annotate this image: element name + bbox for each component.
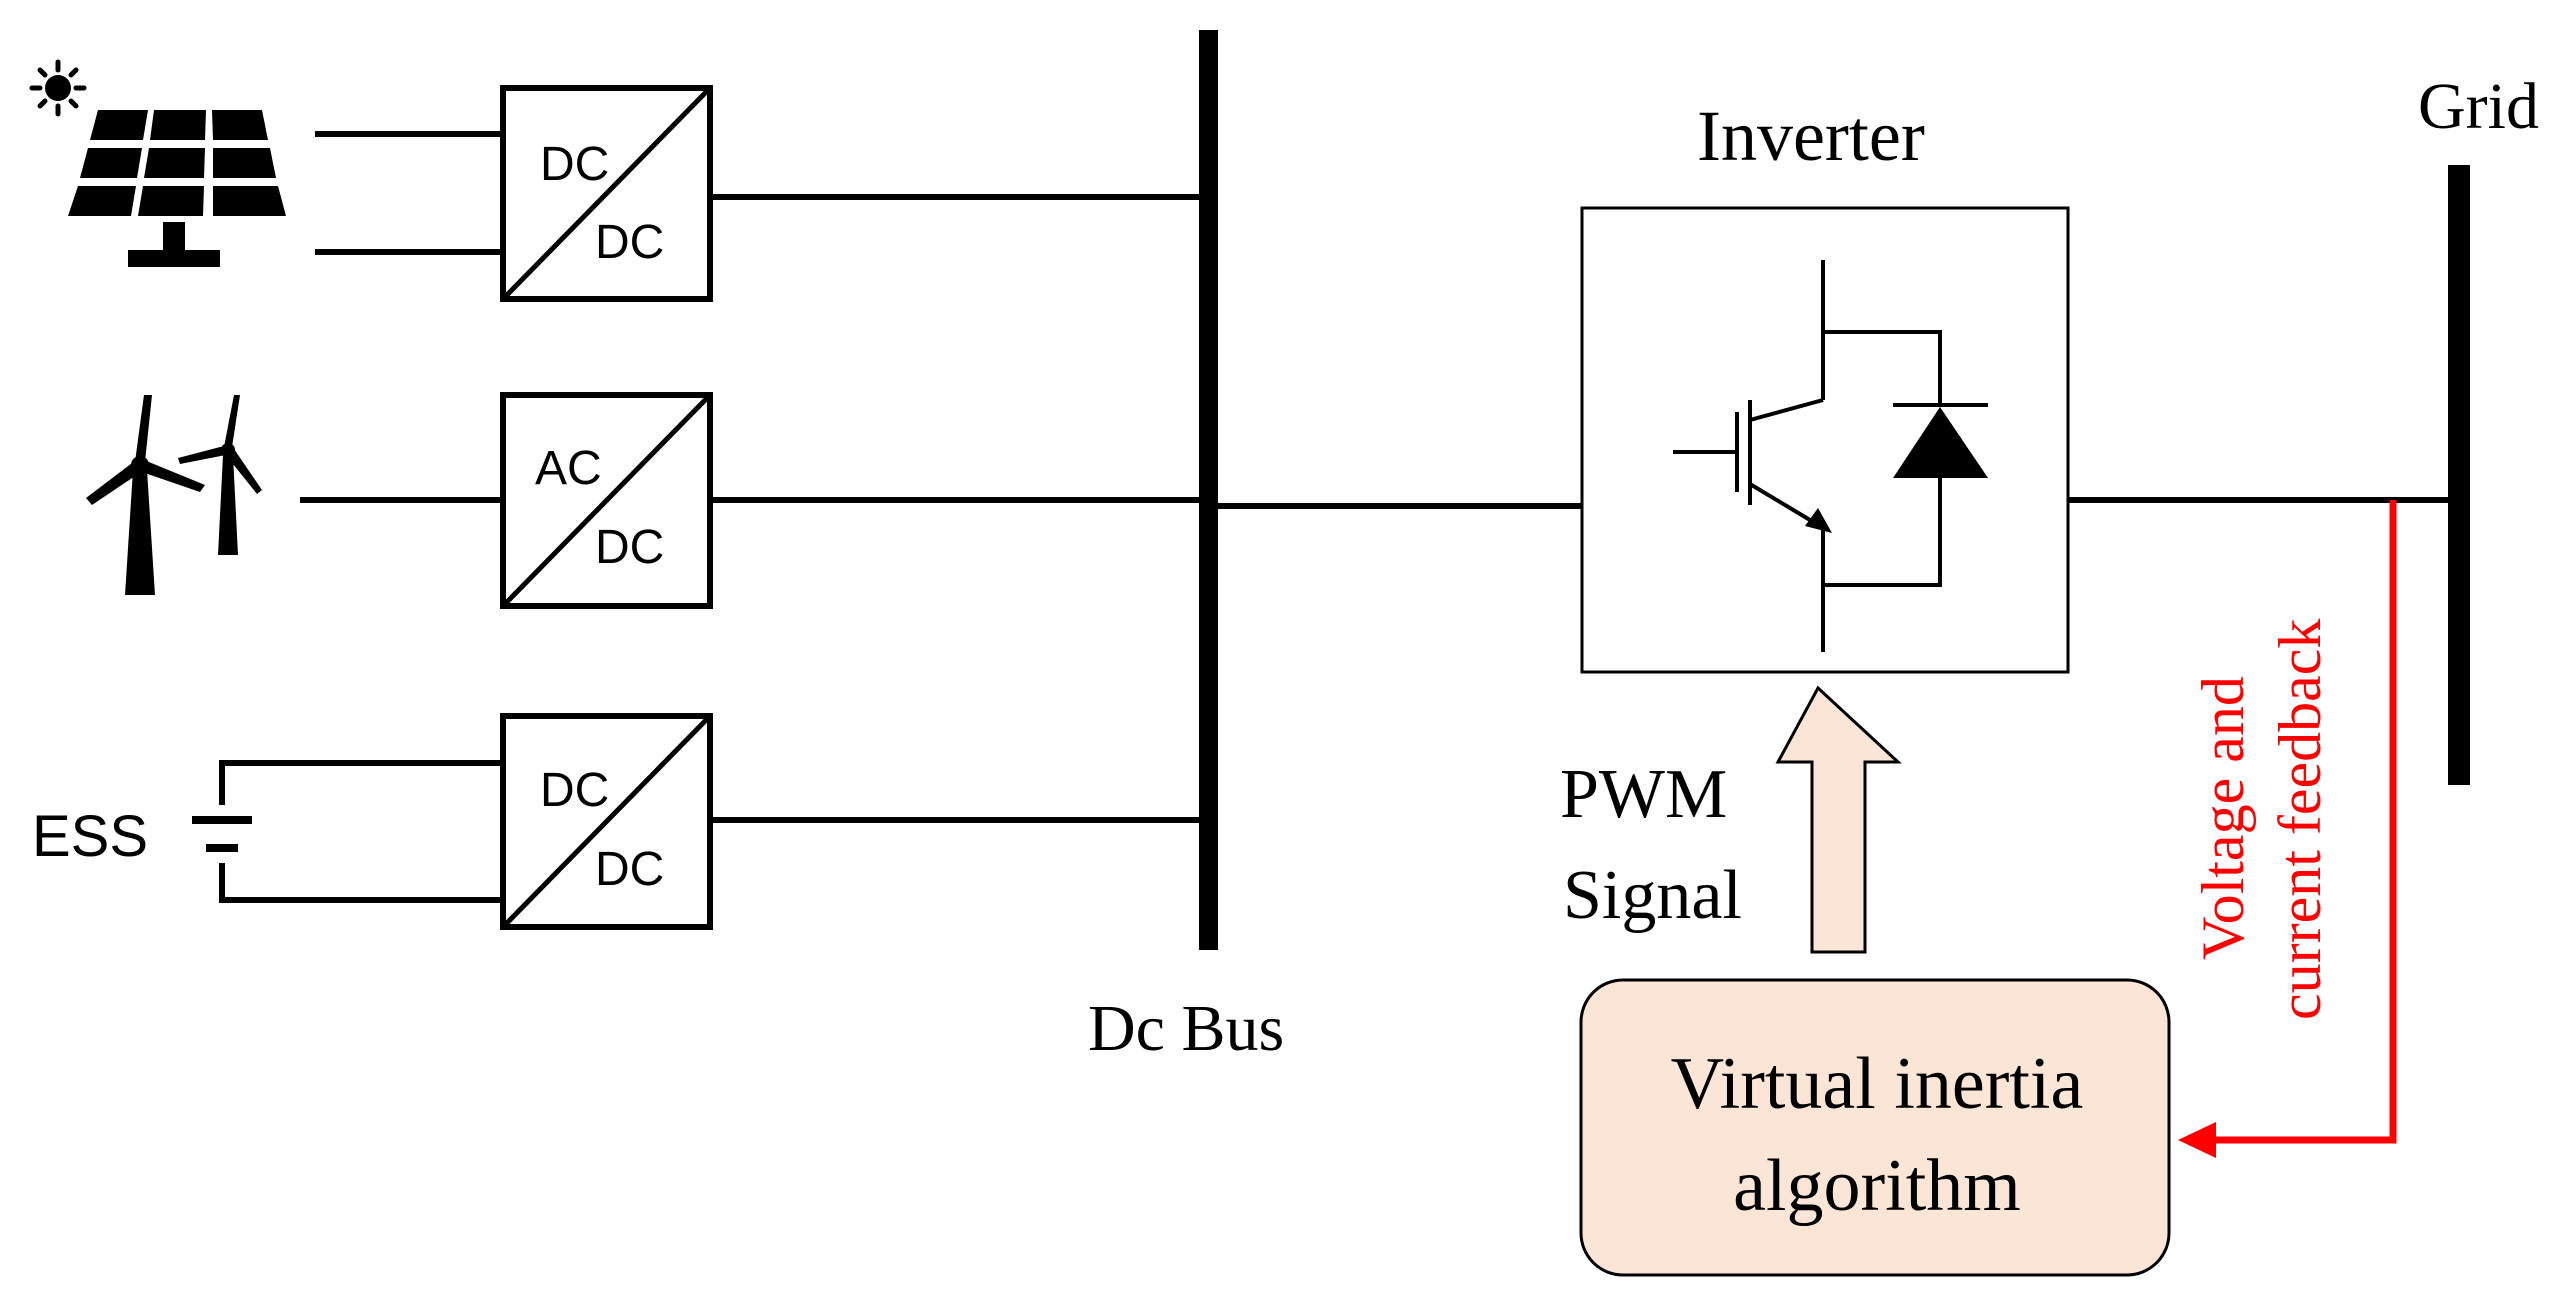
grid-bar [2448, 165, 2470, 785]
feedback-arrowhead [2178, 1122, 2216, 1158]
inverter-label: Inverter [1697, 96, 1925, 176]
pv-converter-output-label: DC [595, 216, 664, 269]
dc-bus-bar [1199, 30, 1218, 950]
signal-label: Signal [1563, 857, 1742, 934]
grid-label: Grid [2418, 70, 2539, 143]
solar-panel-icon [68, 110, 286, 267]
ess-converter-input-label: DC [540, 764, 609, 817]
diode-icon [1893, 407, 1988, 478]
virtual-inertia-algorithm-box [1579, 978, 2171, 1277]
sun-icon [29, 59, 87, 117]
wind-converter-input-label: AC [535, 442, 602, 495]
algorithm-line-1: Virtual inertia [1671, 1043, 2084, 1125]
pwm-signal-arrow [1775, 685, 1902, 954]
wind-turbine-icon [86, 395, 262, 595]
battery-icon [192, 760, 503, 903]
pv-converter-input-label: DC [540, 138, 609, 191]
wind-converter-output-label: DC [595, 521, 664, 574]
feedback-label-line-1: Voltage and [2190, 676, 2256, 960]
feedback-path [2210, 500, 2397, 1144]
ess-converter-output-label: DC [595, 843, 664, 896]
pwm-label: PWM [1560, 756, 1727, 833]
dc-bus-label: Dc Bus [1088, 992, 1284, 1065]
algorithm-line-2: algorithm [1733, 1145, 2021, 1227]
feedback-label-line-2: current feedback [2267, 619, 2333, 1020]
ess-label: ESS [32, 804, 148, 869]
